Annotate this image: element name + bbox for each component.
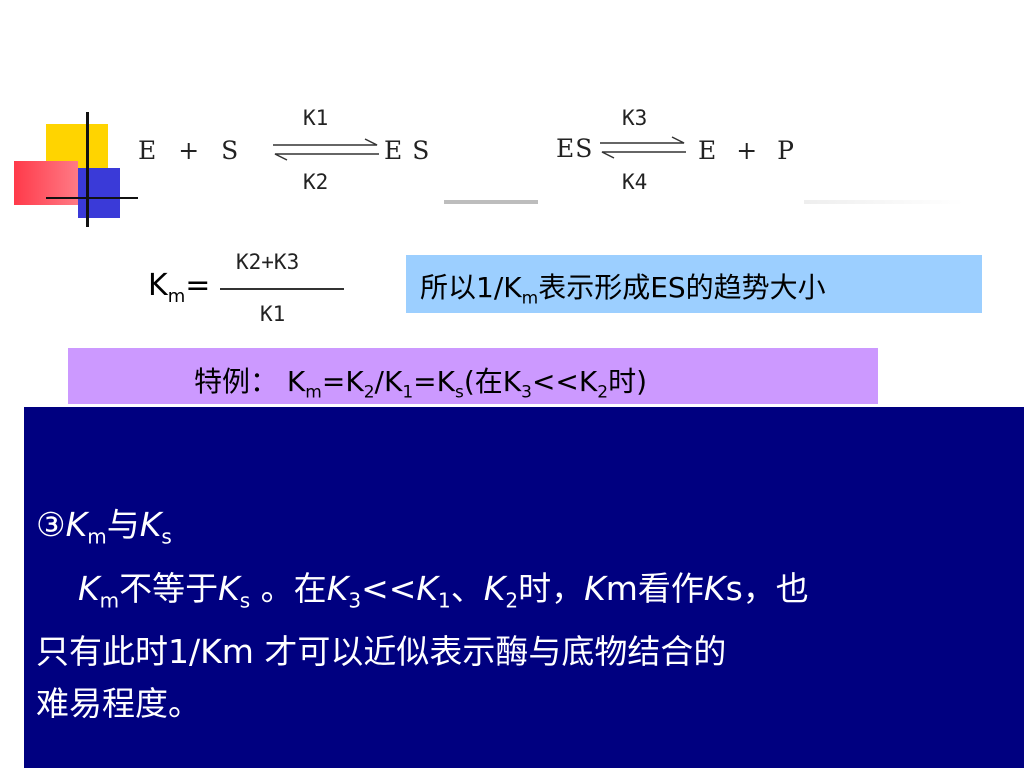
reaction-2-k-reverse: K4 bbox=[622, 170, 648, 194]
special-case-text: 特例： Km=K2/K1=Ks(在K3<<K2时) bbox=[194, 365, 648, 403]
reaction-1-underline bbox=[444, 200, 538, 204]
reaction-2: ES K3 E + P K4 bbox=[556, 104, 806, 204]
km-label: Km= bbox=[148, 268, 211, 307]
decoration-vertical-line bbox=[86, 112, 89, 227]
panel-line-3: 只有此时1/Km 才可以近似表示酶与底物结合的 bbox=[36, 632, 727, 672]
panel-line-4: 难易程度。 bbox=[36, 684, 201, 724]
km-denominator: K1 bbox=[260, 302, 286, 326]
reaction-1-left: E + S bbox=[138, 136, 240, 165]
equilibrium-arrows-icon bbox=[600, 136, 686, 159]
km-fraction-bar bbox=[220, 288, 344, 290]
decoration-blue-square bbox=[78, 168, 120, 218]
special-case-box: 特例： Km=K2/K1=Ks(在K3<<K2时) bbox=[68, 348, 878, 404]
reaction-2-k-forward: K3 bbox=[622, 106, 648, 130]
panel-line-2: Km不等于Ks 。在K3<<K1、K2时，Km看作Ks，也 bbox=[78, 568, 809, 613]
km-meaning-box: 所以1/Km表示形成ES的趋势大小 bbox=[406, 255, 982, 313]
reaction-2-right: E + P bbox=[698, 136, 795, 165]
reaction-1-k-forward: K1 bbox=[303, 106, 329, 130]
decoration-horizontal-line bbox=[46, 197, 138, 199]
km-meaning-text: 所以1/Km表示形成ES的趋势大小 bbox=[420, 271, 826, 309]
panel-text: ③Km与Ks Km不等于Ks 。在K3<<K1、K2时，Km看作Ks，也 只有此… bbox=[36, 499, 1006, 730]
km-numerator: K2+K3 bbox=[236, 250, 300, 274]
panel-heading: ③Km与Ks bbox=[36, 505, 172, 549]
reaction-2-underline bbox=[804, 200, 964, 204]
equilibrium-arrows-icon bbox=[273, 138, 379, 161]
km-ks-panel: ③Km与Ks Km不等于Ks 。在K3<<K1、K2时，Km看作Ks，也 只有此… bbox=[24, 407, 1024, 768]
reaction-1-k-reverse: K2 bbox=[303, 170, 329, 194]
reaction-1-right: E S bbox=[384, 136, 431, 165]
reaction-2-left: ES bbox=[556, 134, 594, 163]
reaction-1: E + S K1 E S K2 bbox=[138, 104, 438, 204]
